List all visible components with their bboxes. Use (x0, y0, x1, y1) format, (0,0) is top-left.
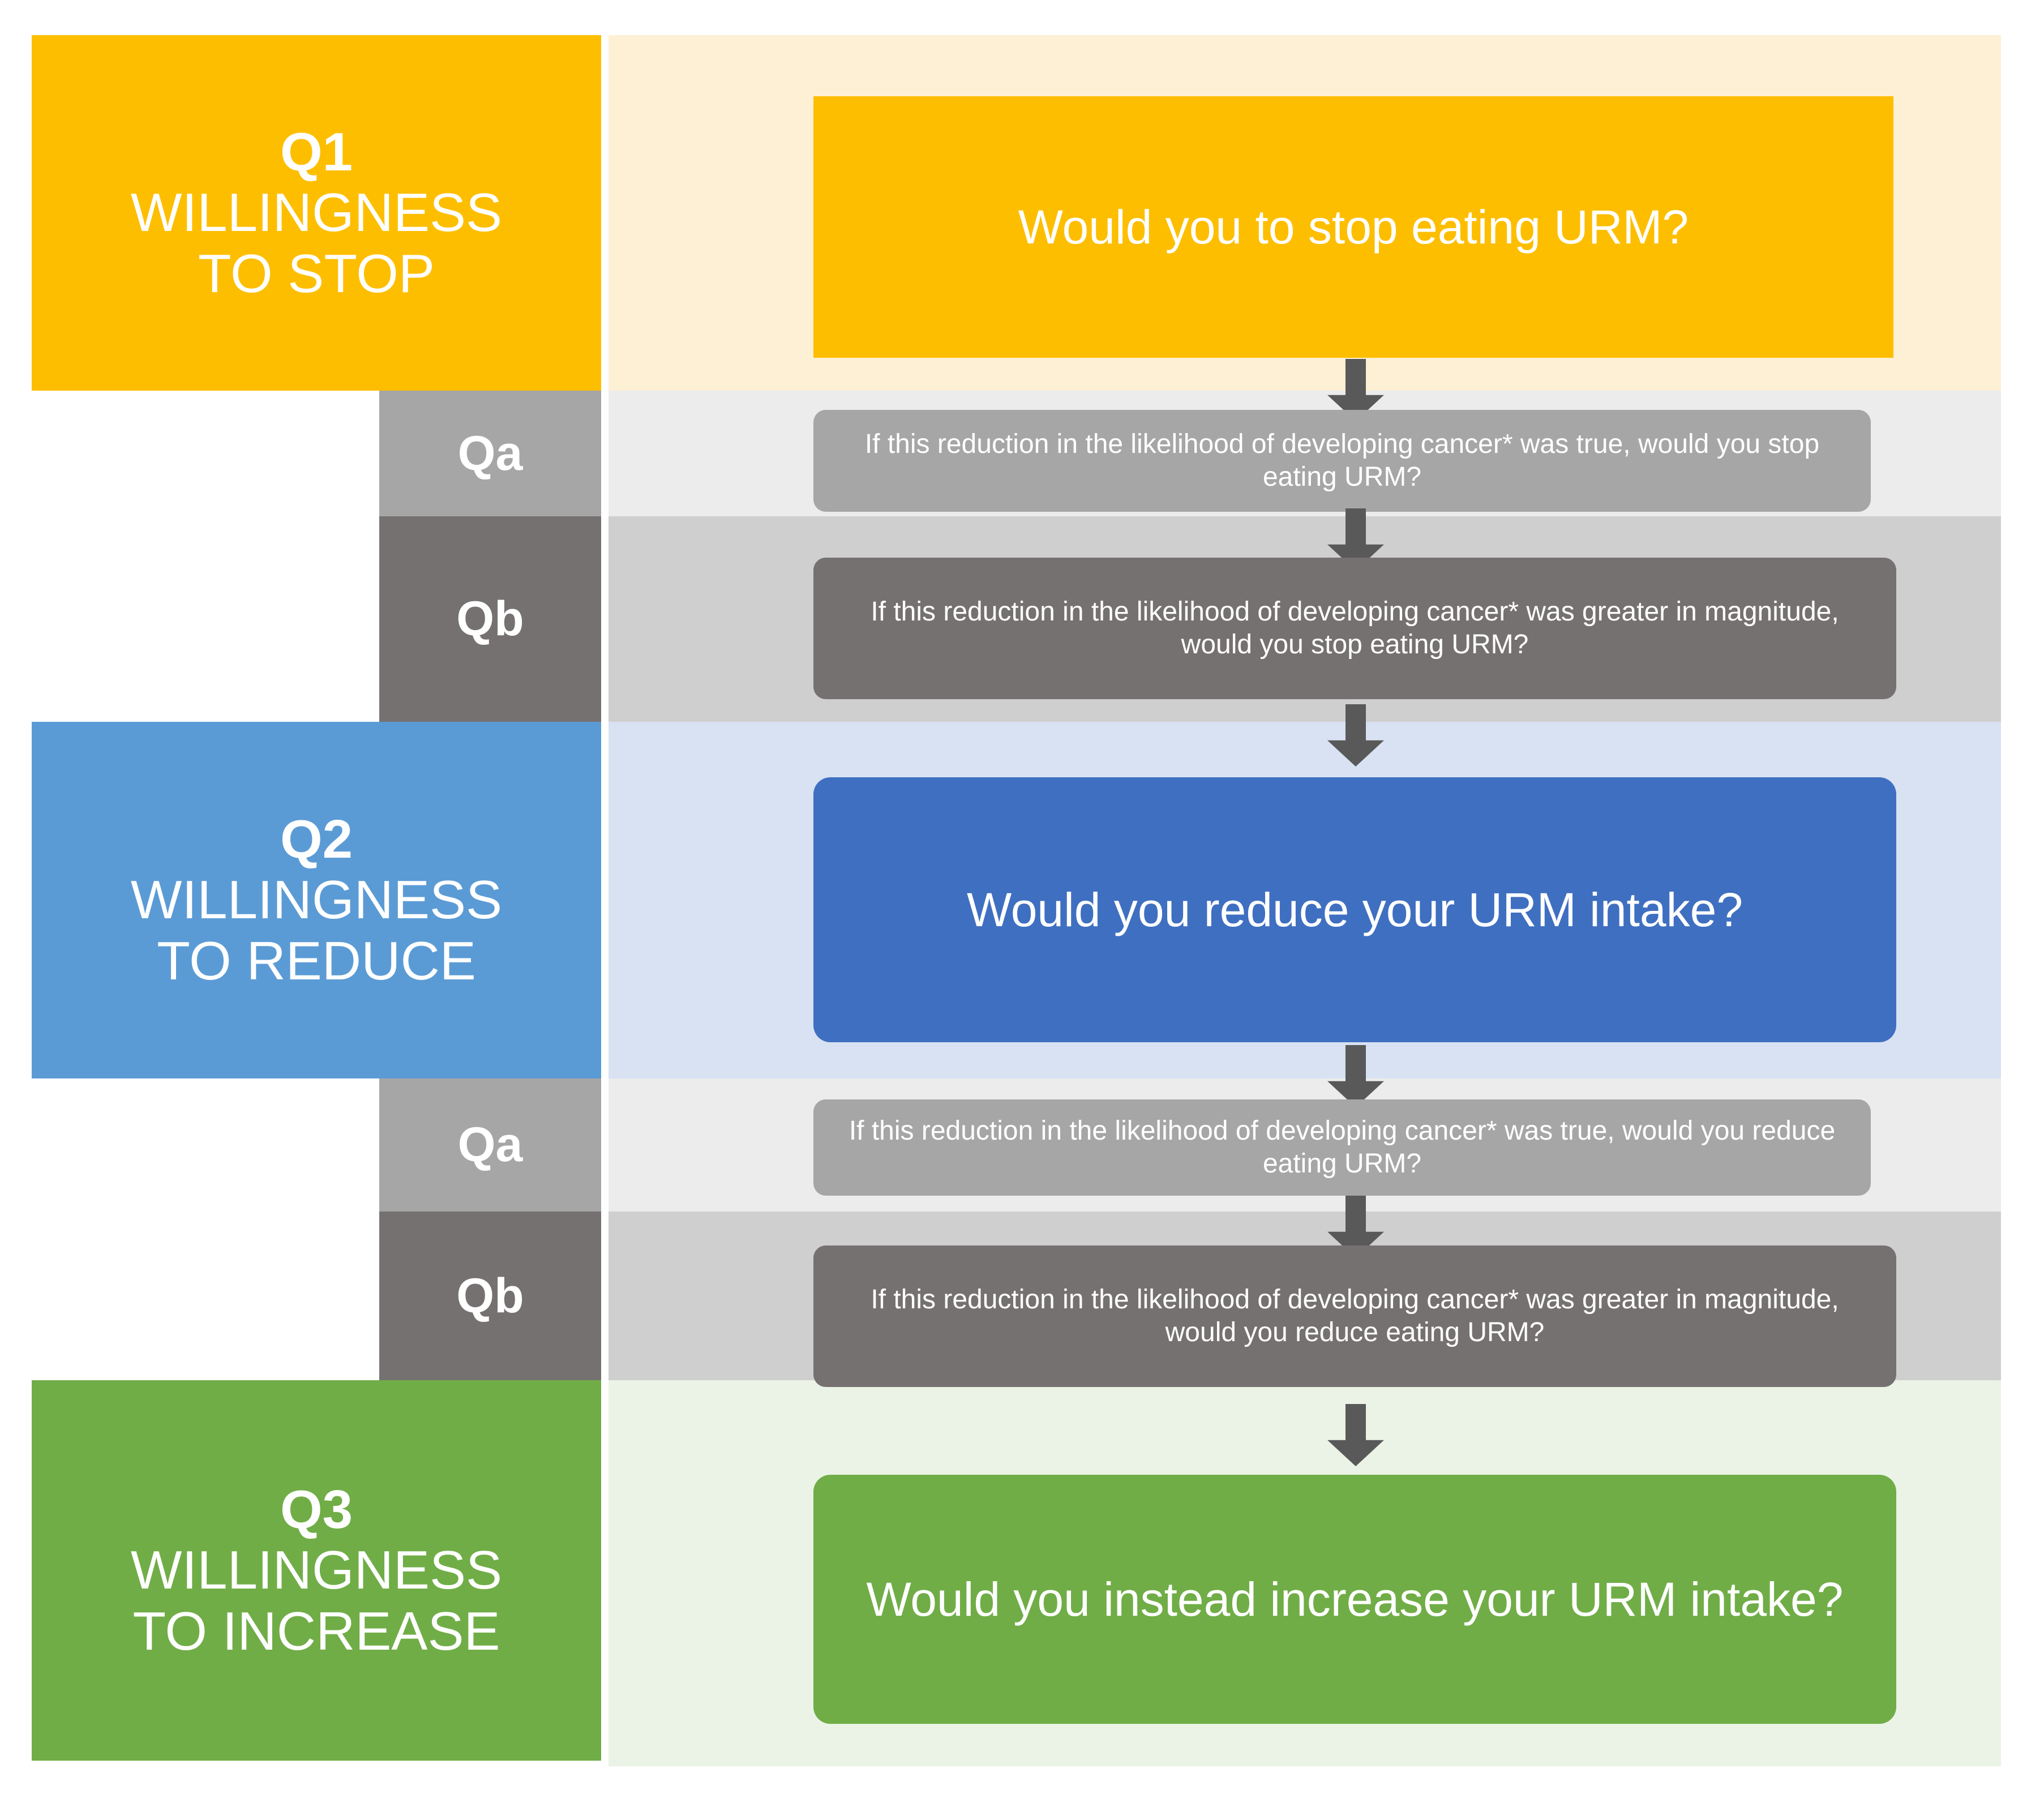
followup-tag-q1-qa: Qa (457, 426, 523, 481)
question-box-q2-qb[interactable]: If this reduction in the likelihood of d… (813, 1245, 1896, 1387)
followup-label-q2-qa: Qa (379, 1078, 601, 1212)
section-label-q1: Q1 WILLINGNESS TO STOP (32, 35, 601, 391)
section-tag-q1: Q1 (280, 121, 353, 182)
section-label-q3: Q3 WILLINGNESS TO INCREASE (32, 1380, 601, 1761)
question-text-q1-qa: If this reduction in the likelihood of d… (864, 429, 1820, 492)
question-text-q1-qb: If this reduction in the likelihood of d… (871, 597, 1839, 660)
question-box-q3[interactable]: Would you instead increase your URM inta… (813, 1475, 1896, 1724)
followup-tag-q2-qb: Qb (456, 1268, 524, 1323)
section-desc-q1-line1: WILLINGNESS (130, 182, 503, 243)
followup-tag-q2-qa: Qa (457, 1118, 523, 1172)
section-tag-q3: Q3 (280, 1479, 353, 1540)
question-text-q3: Would you instead increase your URM inta… (866, 1572, 1844, 1626)
section-label-q2: Q2 WILLINGNESS TO REDUCE (32, 722, 601, 1078)
question-text-q2: Would you reduce your URM intake? (966, 883, 1743, 936)
section-desc-q3-line1: WILLINGNESS (130, 1540, 503, 1601)
question-text-q2-qb: If this reduction in the likelihood of d… (871, 1285, 1839, 1347)
question-box-q2-qa[interactable]: If this reduction in the likelihood of d… (813, 1099, 1871, 1196)
question-box-q2[interactable]: Would you reduce your URM intake? (813, 777, 1896, 1042)
section-tag-q2: Q2 (280, 808, 353, 870)
section-desc-q3-line2: TO INCREASE (132, 1600, 500, 1662)
followup-label-q1-qa: Qa (379, 391, 601, 516)
followup-label-q2-qb: Qb (379, 1212, 601, 1380)
question-text-q1: Would you to stop eating URM? (1018, 200, 1689, 254)
followup-label-q1-qb: Qb (379, 516, 601, 722)
question-box-q1-qb[interactable]: If this reduction in the likelihood of d… (813, 558, 1896, 699)
section-desc-q2-line2: TO REDUCE (157, 930, 476, 991)
section-desc-q1-line2: TO STOP (198, 243, 435, 304)
question-text-q2-qa: If this reduction in the likelihood of d… (849, 1116, 1836, 1179)
followup-tag-q1-qb: Qb (456, 592, 524, 647)
section-desc-q2-line1: WILLINGNESS (130, 870, 503, 931)
question-box-q1-qa[interactable]: If this reduction in the likelihood of d… (813, 410, 1871, 512)
question-box-q1[interactable]: Would you to stop eating URM? (813, 96, 1893, 358)
